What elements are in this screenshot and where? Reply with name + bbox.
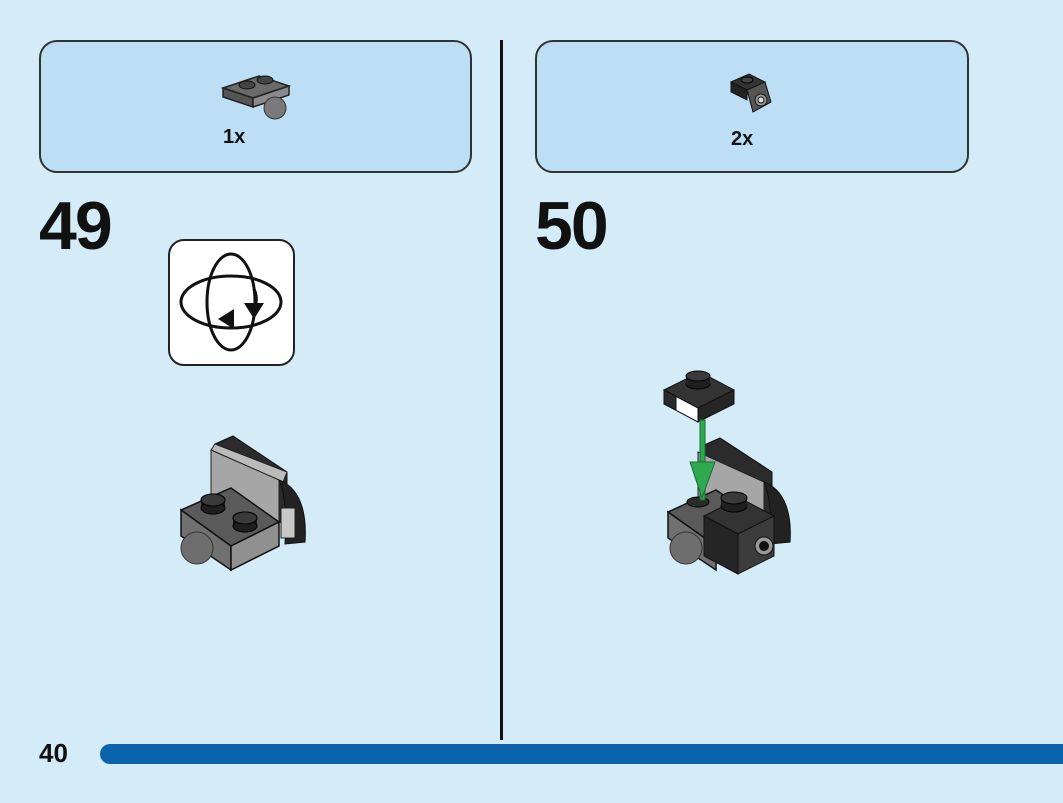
column-divider (500, 40, 503, 740)
step-number: 50 (535, 188, 609, 264)
step-number: 49 (39, 188, 113, 264)
parts-callout-step-49: 1x (39, 40, 472, 173)
rotate-callout (168, 239, 295, 366)
assembly-arrow (699, 419, 706, 501)
bracket-with-hole-icon (729, 73, 772, 113)
page-footer-bar (100, 744, 1063, 764)
part-quantity: 1x (223, 126, 246, 148)
model-step-49 (179, 435, 306, 572)
model-step-50 (662, 370, 791, 575)
rotate-model-icon (179, 252, 283, 352)
part-quantity: 2x (731, 128, 754, 150)
page-number: 40 (39, 738, 68, 768)
parts-callout-step-50: 2x (535, 40, 969, 173)
plate-with-ball-icon (220, 75, 292, 120)
